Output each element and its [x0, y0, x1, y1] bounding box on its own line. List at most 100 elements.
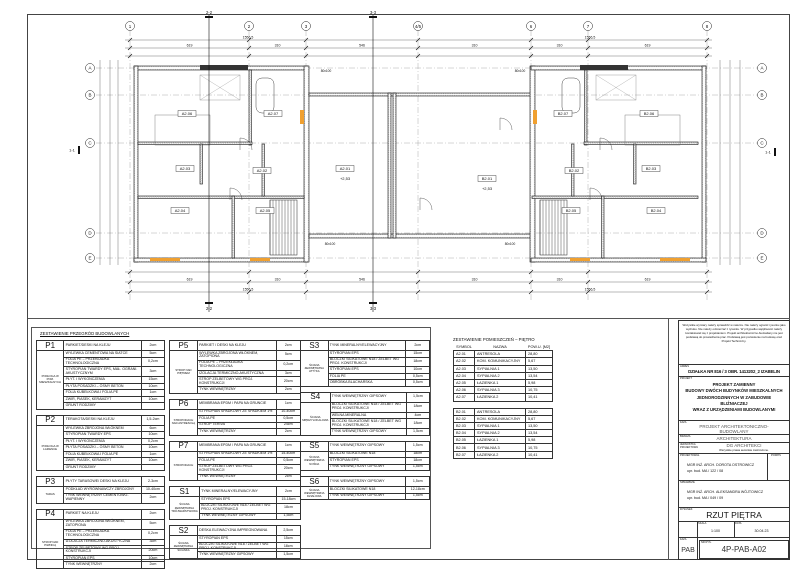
layer-thickness: 0,2cm [140, 356, 166, 368]
room-name: SYPIALNIA 3 [474, 443, 526, 452]
partition-description: ŚCIANA WEWNĘTRZNA NOŚNA [300, 450, 329, 472]
cell-divider [679, 522, 698, 538]
exterior-wall [308, 233, 532, 239]
dimension-text: 619 [645, 44, 651, 48]
branch: BRANŻA ARCHITEKTURA [679, 435, 789, 443]
layer-row: GRUNT RODZIMY [37, 463, 166, 472]
room-name: ŁAZIENKA 1 [474, 378, 526, 388]
dimension-tick [303, 45, 309, 51]
number-cell: NR RYS. 4P-PAB-A02 [699, 540, 789, 559]
layer-name: GRUNT RODZIMY [63, 463, 142, 472]
dimension-text: 619 [645, 278, 651, 282]
room-area: 13,54 [525, 429, 553, 438]
room-symbol: A2.01 [453, 350, 475, 359]
section-marker [369, 16, 377, 18]
room-area: 10,75 [525, 386, 553, 395]
dimension-text: 1556,5 [585, 288, 596, 292]
dimension-tick [704, 37, 710, 43]
axis-bubble [413, 21, 423, 31]
bathtub [561, 77, 581, 114]
partition-code-label: S3 [309, 340, 320, 350]
partition-wall [231, 195, 235, 259]
door-swing [229, 187, 243, 201]
layer-thickness: 2cm [140, 492, 166, 504]
designer-license: upr. bud. MA / 122 / 08 [687, 469, 724, 474]
dimension-tick [528, 269, 534, 275]
exterior-wall [701, 65, 707, 263]
dimension-tick [415, 279, 421, 285]
room-label: A2.07 [268, 111, 279, 116]
axis-bubble [757, 90, 767, 100]
partition-description: TARAS [35, 486, 65, 504]
phase-label: FAZA [680, 421, 687, 424]
section-marker [78, 146, 80, 154]
layer-name: TYNK WEWNĘTRZNY [196, 473, 277, 482]
layer-name: TYNK WEWNĘTRZNY [63, 561, 142, 569]
exterior-wall [133, 65, 139, 263]
checker-license: upr. bud. MA / 049 / 09 [687, 496, 724, 501]
dimension-tick [246, 37, 252, 43]
layer-name: TYNK WEWNĘTRZNY [196, 386, 277, 394]
dimension-tick [585, 45, 591, 51]
room-tag [646, 207, 666, 214]
divider-vertical [668, 318, 669, 560]
room-name: SYPIALNIA 2 [474, 371, 526, 380]
level-mark: +2,53 [340, 176, 351, 181]
layer-name: MEMBRANA EPDM / PAPA NA GRUNCIE [196, 440, 277, 452]
section-label: 3-3 [370, 306, 377, 311]
layer-row: BLOCZKI SILIKATOWE N18 / ŻELBET WG PROJ.… [170, 541, 301, 553]
office-label: JEDNOSTKA PROJEKTOWA [680, 443, 699, 449]
room-symbol: B2.02 [453, 414, 475, 423]
layer-thickness: 1,5cm [275, 551, 301, 559]
layer-thickness: 2-3cm [140, 476, 166, 488]
partition-code-label: S1 [179, 486, 190, 496]
dimension-tick [528, 289, 534, 295]
dimension-text: 546 [359, 278, 365, 282]
scale-label: SKALA [698, 522, 707, 525]
section-label: 1-1 [765, 150, 772, 155]
scale-value: 1:100 [711, 529, 720, 533]
drawing-number: FAZA PAB NR RYS. 4P-PAB-A02 [679, 538, 789, 559]
layer-name: STROP ŻELBETOWY WG PROJ. KONSTRUKCJI [63, 545, 142, 556]
axis-bubble [583, 21, 593, 31]
scale-date: SKALA 1:100 DATA 30.04.23 [679, 522, 789, 538]
dimension-tick [415, 289, 421, 295]
dimension-tick [704, 53, 710, 59]
room-label: A2.03 [180, 166, 191, 171]
axis-bubble [85, 63, 95, 73]
partition-code: S2 [169, 525, 198, 537]
cell-divider [767, 454, 768, 481]
room-name: ANTRESOLA [474, 350, 526, 359]
door-swing [239, 137, 253, 151]
dimension-tick [303, 53, 309, 59]
room-symbol: B2.06 [453, 443, 475, 452]
layer-thickness: 5cm [140, 518, 166, 530]
section-marker [205, 302, 213, 304]
wall-hatch [531, 258, 706, 262]
layer-thickness: 18cm [275, 541, 301, 553]
address: ADRES DZIAŁKA NR 816 / 3 OBR. 1413202_2 … [679, 365, 789, 377]
layer-name: PŁYTY TARASOWE/ DESKI NA KLEJU [63, 476, 142, 488]
layer-name: FOLIA PE – PRZEKŁADKA TECHNOLOGICZNA [63, 356, 142, 368]
room-tag [177, 110, 197, 117]
axis-bubble [85, 253, 95, 263]
partition-code-label: S6 [309, 476, 320, 486]
window [200, 65, 248, 70]
layer-name: TYNK MINERALNY/ELEWACYJNY [198, 486, 278, 498]
window [300, 110, 304, 124]
